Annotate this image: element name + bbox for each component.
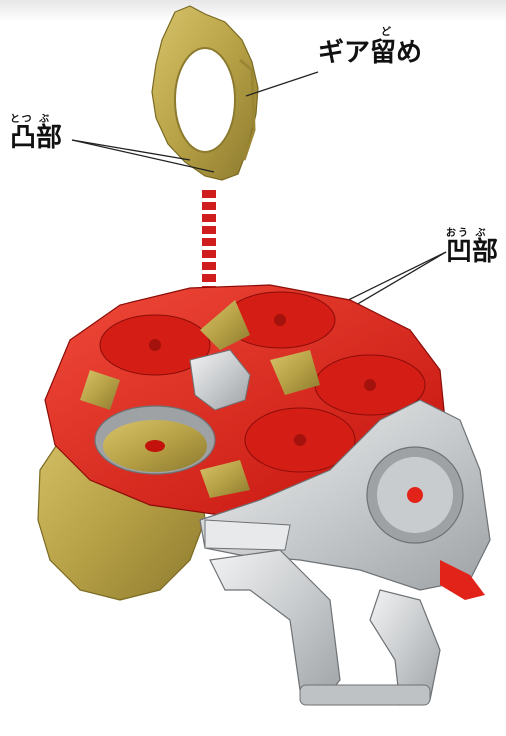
gear-stopper-label: ど ギア留め (318, 40, 422, 66)
gear-stopper-part (152, 6, 258, 180)
convex-text: 凸部 (10, 125, 62, 151)
concave-label: おう ぶ 凹部 (446, 229, 498, 265)
concave-text: 凹部 (446, 239, 498, 265)
convex-label: とつ ぶ 凸部 (10, 115, 62, 151)
gear-stopper-ruby: ど (381, 28, 393, 38)
gear-stopper-text: ギア留め (318, 40, 422, 66)
